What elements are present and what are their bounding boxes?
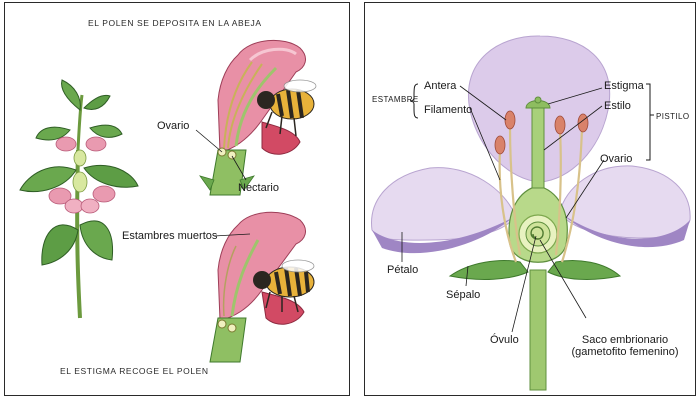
label-pistilo: PISTILO (656, 112, 690, 121)
right-sepal (547, 260, 622, 280)
right-leader-lines (401, 85, 605, 333)
label-estigma: Estigma (604, 80, 644, 92)
top-caption: EL POLEN SE DEPOSITA EN LA ABEJA (88, 18, 262, 28)
left-leader-lines (195, 129, 251, 237)
label-sepalo: Sépalo (446, 289, 481, 301)
label-estilo: Estilo (604, 100, 631, 112)
flower-with-bee-bottom-illustration (209, 211, 315, 363)
label-saco-line1: Saco embrionario (581, 334, 669, 346)
label-nectario: Nectario (238, 182, 279, 194)
left-petal-shade (372, 218, 512, 254)
label-petalo: Pétalo (387, 264, 419, 276)
bottom-caption: EL ESTIGMA RECOGE EL POLEN (60, 366, 209, 376)
label-ovario-left: Ovario (157, 120, 190, 132)
estambre-bracket (409, 83, 419, 119)
label-ovulo: Óvulo (490, 334, 519, 346)
ovule (525, 221, 551, 247)
label-saco-line2: (gametofito femenino) (571, 346, 679, 358)
pistilo-bracket (646, 83, 654, 161)
right-petal-shade (562, 214, 690, 248)
embryo-sac (530, 226, 544, 240)
label-ovario-right: Ovario (600, 153, 633, 165)
left-sepal (448, 260, 529, 280)
style (531, 107, 545, 189)
label-filamento: Filamento (424, 104, 473, 116)
nettle-plant-illustration (19, 79, 139, 319)
label-saco-embrionario: Saco embrionario (gametofito femenino) (560, 334, 690, 358)
flower-with-bee-top-illustration (199, 39, 317, 196)
stamens (498, 125, 584, 263)
label-estambres-muertos: Estambres muertos (122, 230, 218, 242)
label-estambre: ESTAMBRE (372, 95, 419, 104)
label-antera: Antera (424, 80, 457, 92)
stem (529, 269, 547, 391)
